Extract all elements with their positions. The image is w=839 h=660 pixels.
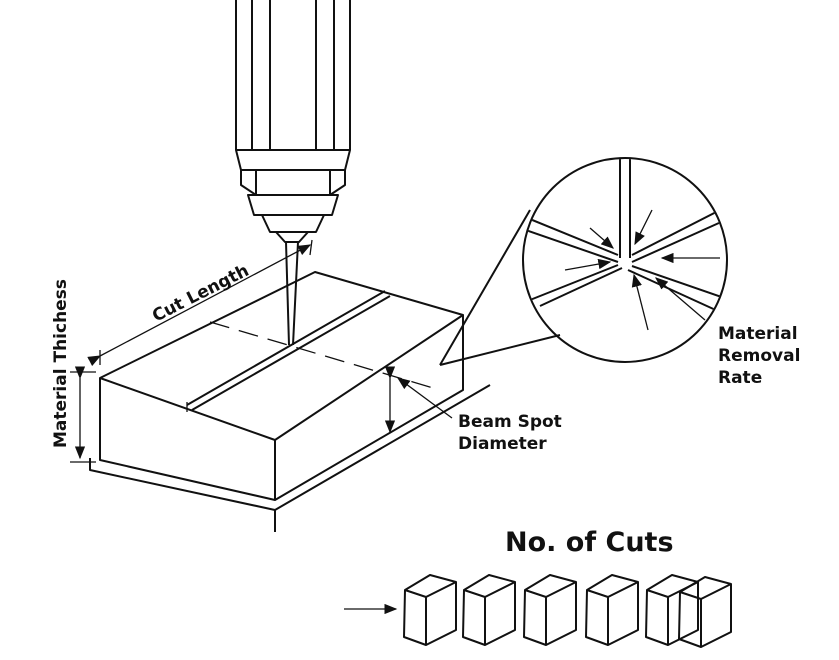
laser-head	[235, 0, 351, 346]
cut-pieces	[344, 574, 732, 648]
cut-length-arrow	[87, 244, 312, 367]
removal-rate-label-2: Removal	[718, 346, 800, 366]
cuts-title: No. of Cuts	[505, 527, 674, 558]
removal-rate-label-1: Material	[718, 324, 798, 344]
beam-spot-leader	[396, 377, 453, 419]
material-thickness-label: Material Thichess	[51, 279, 71, 448]
beam-spot-label-2: Diameter	[458, 434, 547, 454]
cut-length-label: Cut Length	[149, 261, 252, 327]
beam-spot-label-1: Beam Spot	[458, 412, 562, 432]
magnified-view	[439, 157, 728, 366]
removal-rate-label-3: Rate	[718, 368, 762, 388]
cut-length-extension	[99, 239, 313, 365]
